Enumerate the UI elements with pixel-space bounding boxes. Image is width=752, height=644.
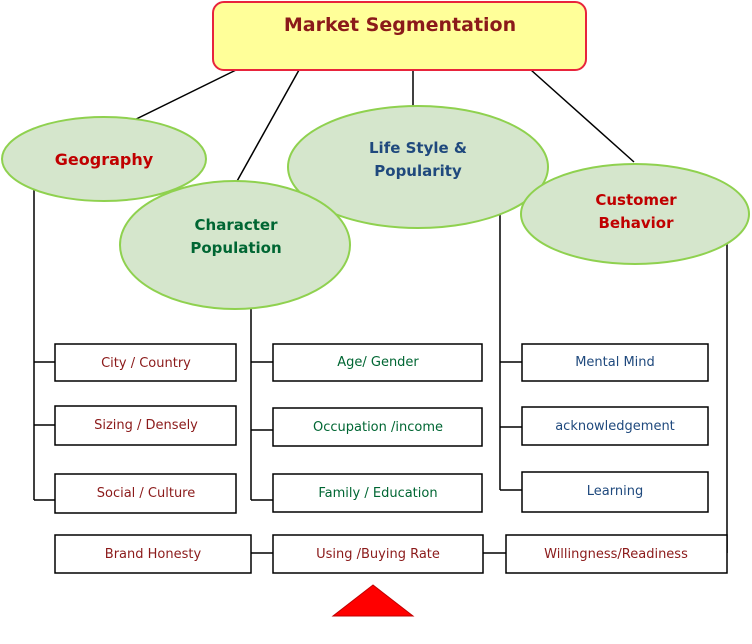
- lifestyle-item-1: Mental Mind: [575, 355, 655, 370]
- brand-honesty-box: [54, 534, 252, 574]
- geography-item-box-2: [54, 405, 237, 446]
- behavior-label-line1: Customer: [595, 191, 677, 209]
- character-item-box-3: [272, 473, 483, 513]
- lifestyle-item-box-2: [521, 406, 709, 446]
- character-item-box-2: [272, 407, 483, 447]
- willingness-label: Willingness/Readiness: [544, 547, 688, 562]
- brand-honesty-label: Brand Honesty: [105, 547, 202, 562]
- geography-item-1: City / Country: [101, 356, 191, 371]
- behavior-ellipse: [520, 163, 750, 265]
- character-item-box-1: [272, 343, 483, 382]
- lifestyle-label-line1: Life Style &: [369, 139, 467, 157]
- willingness-box: [505, 534, 728, 574]
- connector-title-geography: [119, 69, 237, 128]
- behavior-label-line2: Behavior: [598, 214, 674, 232]
- connector-title-character: [235, 69, 300, 184]
- using-rate-box: [272, 534, 484, 574]
- lifestyle-item-3: Learning: [587, 484, 643, 499]
- character-item-2: Occupation /income: [313, 420, 443, 435]
- triangle-up-icon: [331, 584, 415, 617]
- diagram-title: Market Segmentation: [284, 14, 516, 36]
- geography-item-3: Social / Culture: [97, 486, 196, 501]
- geography-item-box-3: [54, 473, 237, 514]
- character-label-line2: Population: [190, 239, 281, 257]
- geography-label: Geography: [55, 150, 154, 169]
- geography-item-2: Sizing / Densely: [94, 418, 198, 433]
- character-ellipse: [119, 180, 351, 310]
- character-label-line1: Character: [195, 216, 279, 234]
- geography-ellipse: [1, 116, 207, 202]
- character-item-3: Family / Education: [318, 486, 437, 501]
- connector-title-behavior: [530, 69, 635, 163]
- using-rate-label: Using /Buying Rate: [316, 547, 440, 562]
- title-box: [212, 1, 587, 71]
- lifestyle-label-line2: Popularity: [374, 162, 462, 180]
- geography-item-box-1: [54, 343, 237, 382]
- lifestyle-ellipse: [287, 105, 549, 229]
- lifestyle-item-box-3: [521, 471, 709, 513]
- lifestyle-item-2: acknowledgement: [555, 419, 675, 434]
- character-item-1: Age/ Gender: [337, 355, 419, 370]
- lifestyle-item-box-1: [521, 343, 709, 382]
